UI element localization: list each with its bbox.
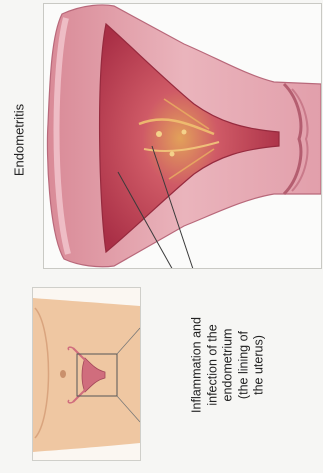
uterus-illustration-panel bbox=[43, 3, 322, 269]
callout-line: the uterus) bbox=[251, 280, 267, 450]
callout-text: Inflammation and infection of the endome… bbox=[189, 280, 267, 450]
figure-title: Endometritis bbox=[12, 104, 27, 176]
torso-thumbnail-panel bbox=[32, 287, 141, 461]
callout-line: (the lining of bbox=[235, 280, 251, 450]
torso-location-illustration bbox=[33, 288, 140, 460]
callout-container: Inflammation and infection of the endome… bbox=[170, 275, 285, 455]
title-container: Endometritis bbox=[4, 80, 34, 200]
callout-line: endometrium bbox=[220, 280, 236, 450]
callout-line: infection of the bbox=[204, 280, 220, 450]
callout-line: Inflammation and bbox=[189, 280, 205, 450]
uterus-cross-section-illustration bbox=[44, 4, 321, 268]
